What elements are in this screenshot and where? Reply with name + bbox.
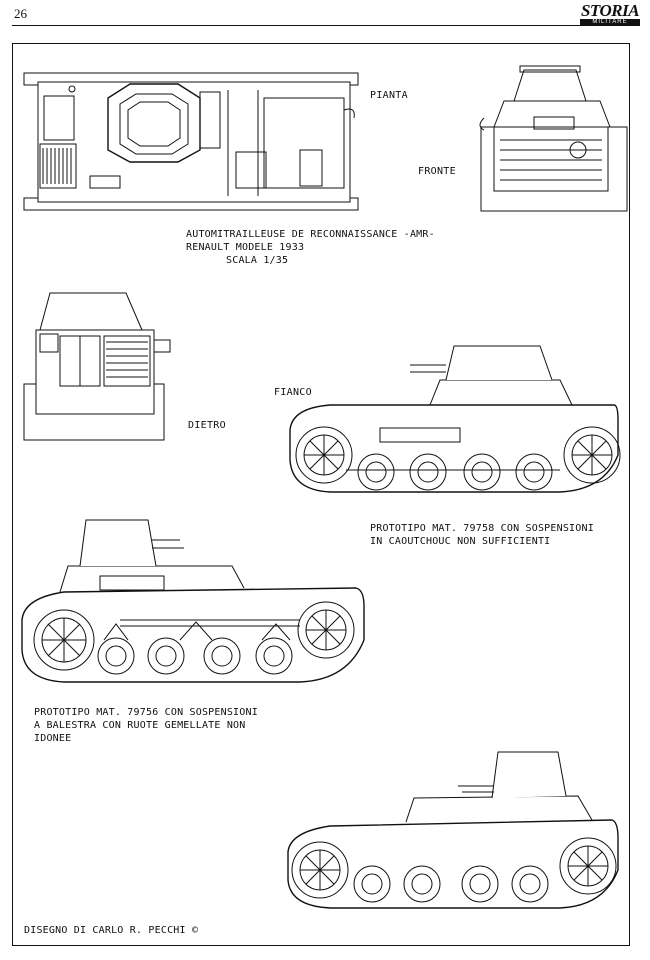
label-dietro: DIETRO	[188, 420, 226, 431]
side-view-drawing	[290, 346, 620, 492]
header-rule	[12, 25, 640, 26]
label-fronte: FRONTE	[418, 166, 456, 177]
title-line-1: AUTOMITRAILLEUSE DE RECONNAISSANCE -AMR-	[186, 229, 435, 240]
title-line-3: SCALA 1/35	[226, 255, 289, 266]
label-fianco: FIANCO	[274, 387, 312, 398]
title-line-2: RENAULT MODELE 1933	[186, 242, 305, 253]
prototype-79756-drawing	[22, 520, 364, 682]
logo-subtitle: MILITARE	[580, 19, 640, 26]
caption-79756-line-2: A BALESTRA CON RUOTE GEMELLATE NON	[34, 720, 246, 731]
logo-title: STORIA	[580, 1, 640, 20]
caption-79756-line-1: PROTOTIPO MAT. 79756 CON SOSPENSIONI	[34, 707, 258, 718]
rear-view-drawing	[24, 293, 170, 440]
page-number: 26	[14, 6, 27, 21]
front-view-drawing	[480, 66, 627, 211]
drawing-credit: DISEGNO DI CARLO R. PECCHI ©	[24, 925, 199, 936]
magazine-logo: STORIA MILITARE	[580, 1, 640, 26]
caption-79758-line-1: PROTOTIPO MAT. 79758 CON SOSPENSIONI	[370, 523, 594, 534]
plan-view-drawing	[24, 73, 358, 210]
caption-79758-line-2: IN CAOUTCHOUC NON SUFFICIENTI	[370, 536, 551, 547]
label-pianta: PIANTA	[370, 90, 408, 101]
drawing-frame	[12, 43, 630, 946]
side-view-lower-drawing	[288, 752, 618, 908]
caption-79756-line-3: IDONEE	[34, 733, 72, 744]
